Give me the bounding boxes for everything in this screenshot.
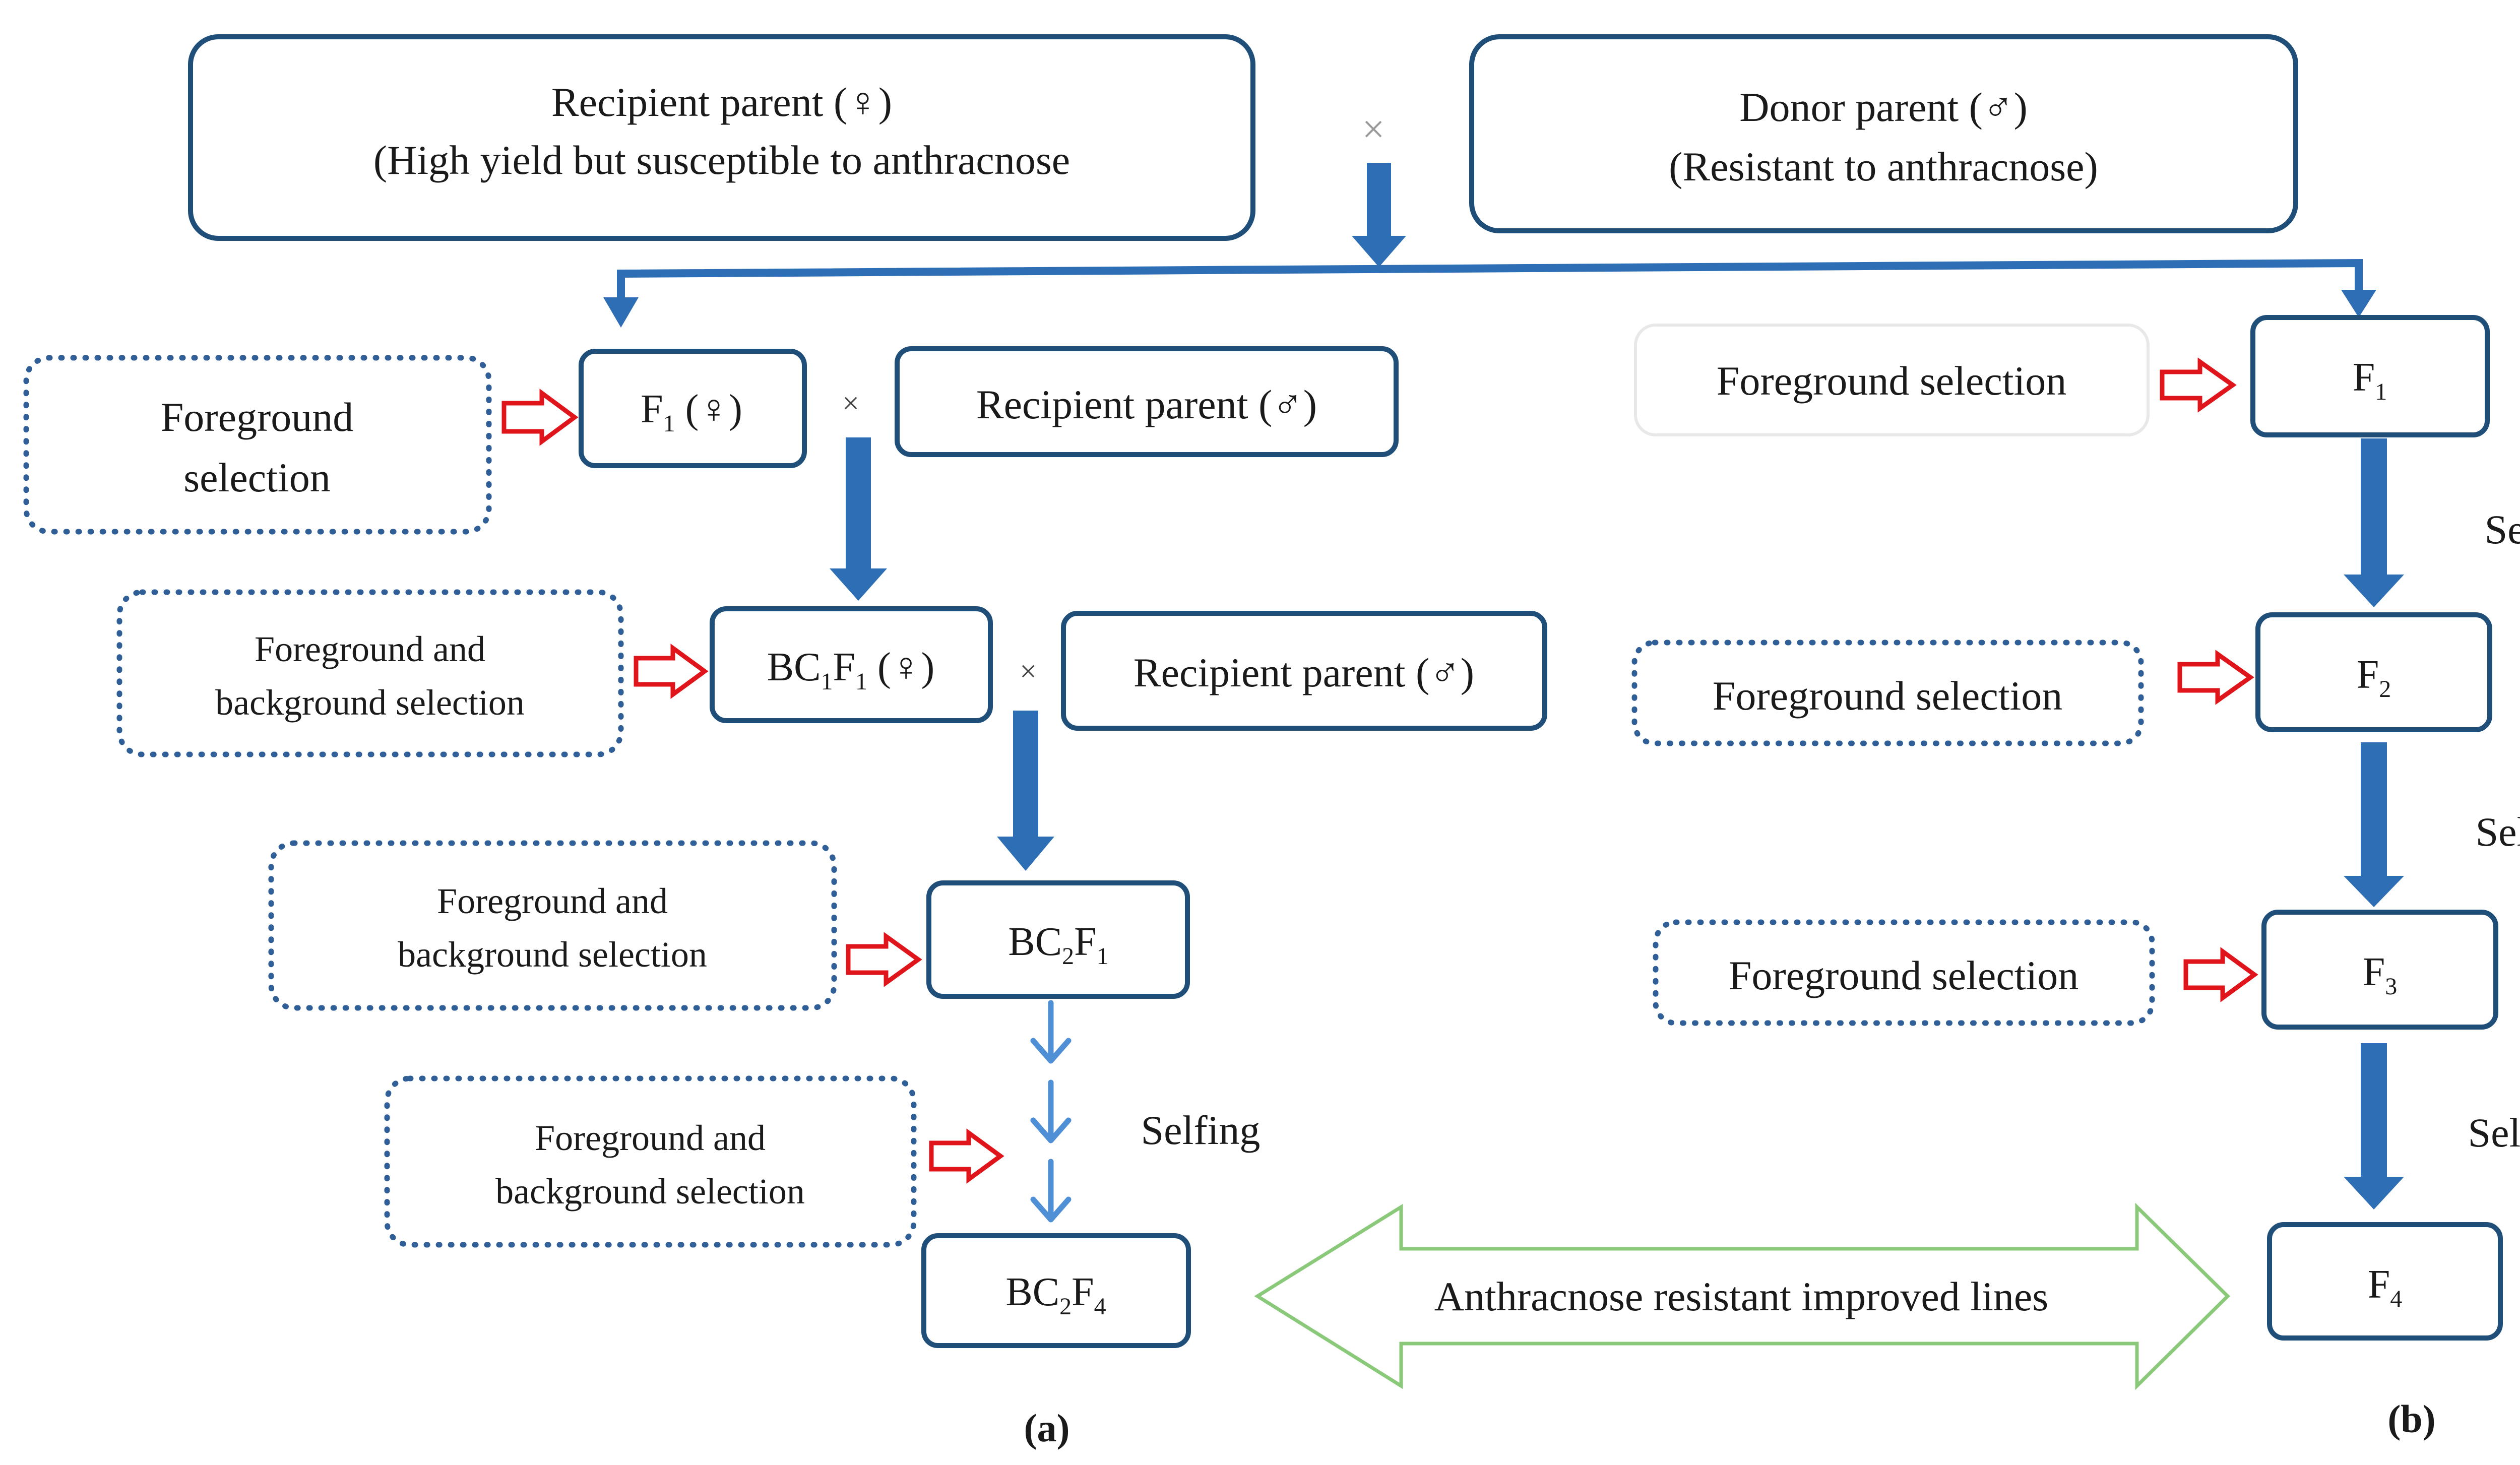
right-f4-node: F4 (2267, 1222, 2503, 1341)
bc2f4-s1: 2 (1059, 1293, 1072, 1320)
svg-text:F4: F4 (2368, 1262, 2403, 1312)
bc1f1-suffix: (♀) (867, 645, 934, 689)
bc2f1-p1: BC (1008, 920, 1062, 964)
left-fgbg-box-1: Foreground and background selection (116, 589, 624, 757)
bc1f1-s2: 1 (855, 668, 867, 695)
left-bc2f4-node: BC2F4 (921, 1233, 1191, 1348)
left-cross-1: × (842, 387, 859, 420)
parents-down-arrow (1352, 163, 1406, 267)
bc2f4-p2: F (1072, 1270, 1094, 1314)
right-f2-base: F (2357, 653, 2379, 697)
donor-parent-title: Donor parent (♂) (1739, 84, 2028, 130)
svg-text:F1: F1 (2353, 355, 2387, 405)
left-fgbg-2-line1: Foreground and (437, 881, 668, 921)
left-fgbg-1-line1: Foreground and (255, 629, 485, 669)
left-recipient-2-label: Recipient parent (♂) (1133, 650, 1474, 695)
svg-text:BC1F1 (♀): BC1F1 (♀) (767, 645, 935, 695)
right-f4-sub: 4 (2390, 1286, 2402, 1312)
right-f1-base: F (2353, 355, 2375, 400)
right-f3-base: F (2363, 950, 2385, 994)
right-f2-sub: 2 (2379, 676, 2391, 703)
distributor-line (603, 259, 2376, 328)
red-arrow-left-2 (634, 644, 709, 699)
left-fgbg-3-line1: Foreground and (535, 1118, 766, 1158)
left-fgbg-1-line2: background selection (215, 682, 525, 723)
bc2f1-p2: F (1074, 920, 1097, 964)
donor-parent-box: Donor parent (♂) (Resistant to anthracno… (1469, 34, 2298, 233)
bc2f1-s2: 1 (1097, 943, 1109, 970)
caption-a: (a) (1024, 1406, 1070, 1450)
arrow-right-f3-to-f4 (2344, 1043, 2404, 1209)
bc1f1-p1: BC (767, 645, 821, 689)
svg-text:F3: F3 (2363, 950, 2398, 1000)
left-fg-label-line1: Foreground (161, 394, 354, 440)
right-selfing-3-label: Selfing (2468, 1110, 2520, 1156)
left-f1-sub: 1 (663, 410, 675, 437)
bc2f4-s2: 4 (1094, 1293, 1106, 1320)
left-selfing-label: Selfing (1141, 1107, 1261, 1153)
selfing-thin-arrows (1030, 1000, 1072, 1223)
red-arrow-right-2 (2177, 650, 2254, 705)
arrow-bc1f1-to-bc2f1 (997, 711, 1054, 871)
red-arrow-left-3 (846, 932, 922, 987)
right-fg-2-label: Foreground selection (1713, 673, 2063, 719)
right-f1-sub: 1 (2375, 378, 2387, 405)
right-foreground-selection-box-3: Foreground selection (1653, 919, 2155, 1026)
recipient-parent-title: Recipient parent (♀) (551, 79, 892, 125)
right-fg-1-label: Foreground selection (1717, 358, 2067, 404)
arrow-right-f1-to-f2 (2344, 438, 2404, 607)
arrow-f1-to-bc1f1 (830, 437, 887, 601)
result-label: Anthracnose resistant improved lines (1434, 1273, 2048, 1319)
left-fgbg-box-3: Foreground and background selection (384, 1075, 917, 1248)
left-recipient-parent-1: Recipient parent (♂) (895, 346, 1399, 457)
right-f4-base: F (2368, 1262, 2390, 1307)
left-recipient-parent-2: Recipient parent (♂) (1061, 611, 1547, 731)
left-fg-label-line2: selection (183, 455, 330, 500)
bc2f4-p1: BC (1005, 1270, 1059, 1314)
right-fg-3-label: Foreground selection (1729, 952, 2079, 998)
svg-text:F1 (♀): F1 (♀) (641, 387, 742, 437)
bc2f1-s1: 2 (1062, 943, 1074, 970)
svg-text:BC2F4: BC2F4 (1005, 1270, 1106, 1320)
svg-text:BC2F1: BC2F1 (1008, 920, 1108, 970)
svg-text:F2: F2 (2357, 653, 2391, 703)
left-cross-2: × (1020, 655, 1037, 688)
right-f3-sub: 3 (2385, 973, 2397, 1000)
arrow-right-f2-to-f3 (2344, 742, 2404, 907)
parent-cross-symbol: × (1362, 107, 1384, 152)
right-f3-node: F3 (2261, 910, 2498, 1030)
left-bc1f1-node: BC1F1 (♀) (710, 606, 993, 723)
left-fgbg-3-line2: background selection (495, 1171, 805, 1212)
red-arrow-left-1 (501, 389, 579, 446)
bc1f1-s1: 1 (821, 668, 833, 695)
recipient-parent-box: Recipient parent (♀) (High yield but sus… (188, 34, 1255, 241)
left-fgbg-box-2: Foreground and background selection (268, 840, 837, 1011)
left-f1-suffix: (♀) (675, 387, 742, 431)
left-f1-base: F (641, 387, 663, 431)
right-selfing-1-label: Selfing (2485, 506, 2520, 552)
left-f1-node: F1 (♀) (579, 349, 807, 468)
bc1f1-p2: F (833, 645, 855, 689)
left-bc2f1-node: BC2F1 (926, 880, 1190, 999)
recipient-parent-subtitle: (High yield but susceptible to anthracno… (373, 137, 1070, 183)
right-selfing-2-label: Selfing (2476, 809, 2520, 855)
red-arrow-left-4 (929, 1128, 1004, 1184)
right-foreground-selection-box-1: Foreground selection (1634, 324, 2150, 436)
right-f1-node: F1 (2250, 315, 2490, 437)
left-fgbg-2-line2: background selection (398, 934, 707, 975)
left-recipient-1-label: Recipient parent (♂) (976, 381, 1317, 427)
right-foreground-selection-box-2: Foreground selection (1631, 640, 2144, 746)
donor-parent-subtitle: (Resistant to anthracnose) (1669, 144, 2098, 189)
left-foreground-selection-box: Foreground selection (23, 355, 492, 535)
right-f2-node: F2 (2255, 612, 2492, 732)
red-arrow-right-1 (2160, 357, 2237, 413)
result-double-arrow: Anthracnose resistant improved lines (1254, 1202, 2230, 1390)
caption-b: (b) (2387, 1397, 2435, 1441)
red-arrow-right-3 (2183, 947, 2258, 1002)
